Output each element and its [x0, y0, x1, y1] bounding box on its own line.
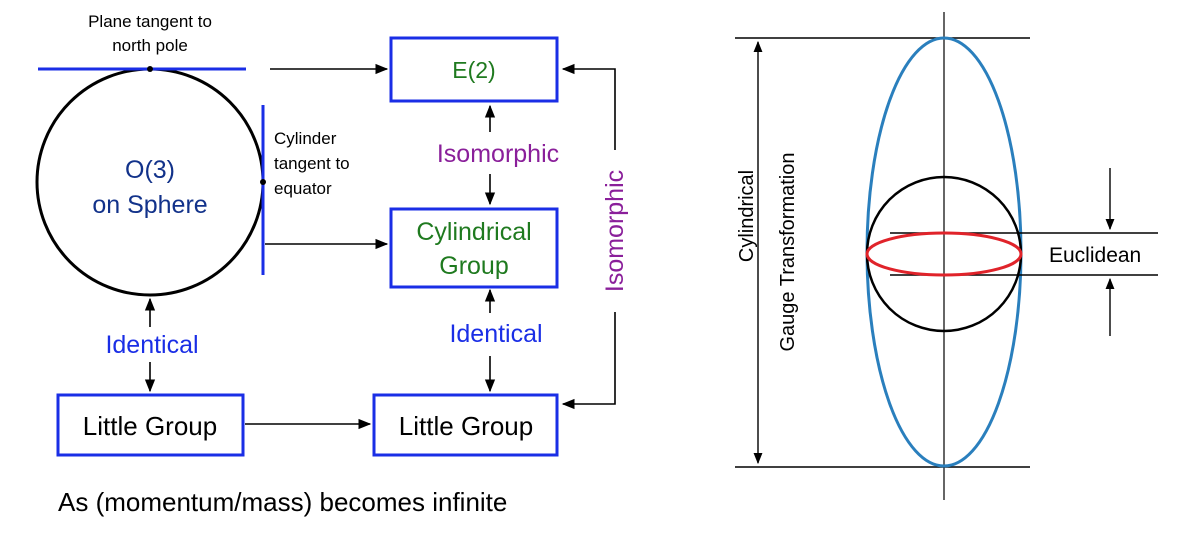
cylindrical-box-line1: Cylindrical	[416, 218, 531, 246]
cylinder-label-line3: equator	[274, 179, 332, 198]
cylindrical-group-box	[389, 207, 559, 289]
isomorphic-side-bracket-bottom	[561, 312, 616, 410]
identical-right-label: Identical	[449, 320, 542, 348]
isomorphic-side-label: Isomorphic	[601, 170, 629, 292]
north-pole-dot	[147, 66, 153, 72]
sphere-label-line1: O(3)	[125, 156, 175, 184]
e2-box-label: E(2)	[452, 57, 495, 83]
vertical-label-line2: Gauge Transformation	[777, 153, 799, 352]
cylinder-label-line1: Cylinder	[274, 129, 337, 148]
plane-label-line1: Plane tangent to	[88, 12, 212, 31]
flat-red-ellipse	[865, 231, 1023, 277]
plane-label-line2: north pole	[112, 36, 188, 55]
caption: As (momentum/mass) becomes infinite	[58, 487, 507, 517]
little-group-right-label: Little Group	[399, 411, 533, 441]
identical-left-label: Identical	[105, 331, 198, 359]
equator-dot	[260, 179, 266, 185]
cylinder-label-line2: tangent to	[274, 154, 350, 173]
little-group-left-box	[56, 393, 245, 457]
isomorphic-side-bracket-top	[561, 63, 616, 150]
vertical-label-line1: Cylindrical	[736, 170, 758, 262]
cylindrical-box-line2: Group	[439, 252, 508, 280]
little-group-right-box	[372, 393, 559, 457]
sphere-label-line2: on Sphere	[92, 191, 207, 219]
little-group-left-label: Little Group	[83, 411, 217, 441]
euclidean-label: Euclidean	[1049, 244, 1141, 267]
e2-box	[389, 36, 559, 103]
isomorphic-center-label: Isomorphic	[437, 140, 559, 168]
